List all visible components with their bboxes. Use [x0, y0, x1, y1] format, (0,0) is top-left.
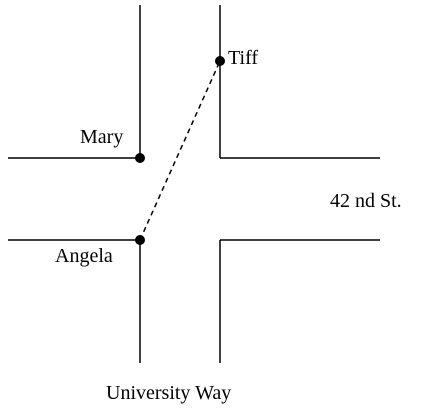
cross-street-label: 42 nd St.	[330, 190, 402, 212]
angela-point	[135, 235, 145, 245]
tiff-label: Tiff	[228, 47, 259, 69]
mary-label: Mary	[80, 126, 124, 148]
angela-label: Angela	[55, 245, 113, 267]
mary-point	[135, 153, 145, 163]
angela-tiff-dashed-line	[139, 60, 221, 241]
avenue-label: University Way	[106, 382, 232, 404]
road-edges	[8, 5, 380, 363]
tiff-point	[215, 56, 225, 66]
